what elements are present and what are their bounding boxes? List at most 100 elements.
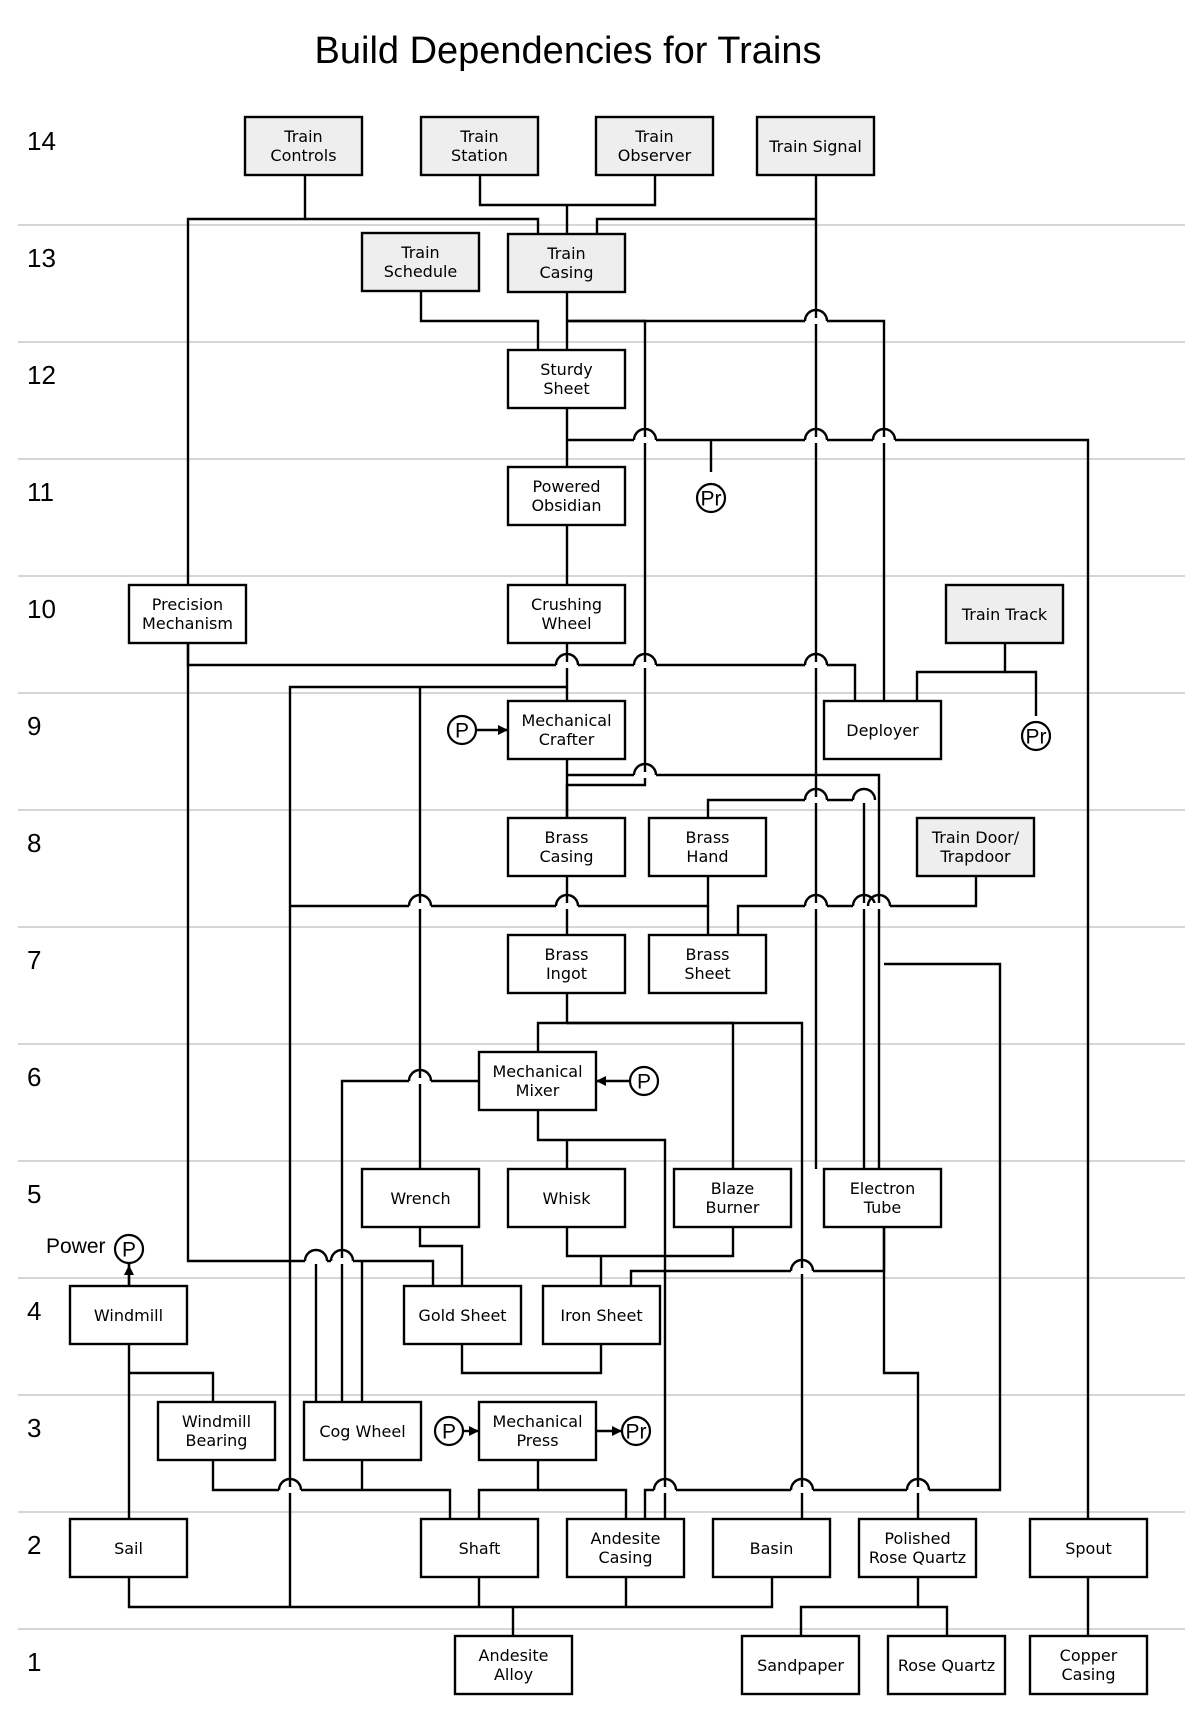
crossing-hop: [803, 427, 829, 441]
node-windmill: Windmill: [68, 1284, 189, 1346]
node-sandpaper: Sandpaper: [740, 1634, 861, 1696]
tier-label: 6: [27, 1062, 41, 1092]
node-label: Powered: [532, 477, 600, 496]
node-box: [243, 115, 364, 177]
tier-label: 11: [27, 477, 54, 507]
node-deployer: Deployer: [822, 699, 943, 761]
tier-label: 1: [27, 1647, 41, 1677]
node-basin: Basin: [711, 1517, 832, 1579]
node-box: [506, 1167, 627, 1229]
node-wrench: Wrench: [360, 1167, 481, 1229]
dependency-line: [129, 1371, 215, 1402]
node-label: Train: [459, 127, 498, 146]
node-box: [506, 933, 627, 995]
tier-label: 9: [27, 711, 41, 741]
node-label: Andesite: [479, 1646, 549, 1665]
node-box: [915, 816, 1036, 878]
crossing-hop: [329, 1248, 355, 1262]
node-label: Mechanical: [492, 1412, 582, 1431]
node-box: [156, 1400, 277, 1462]
node-label: Sandpaper: [757, 1656, 844, 1675]
node-label: Brass: [544, 945, 588, 964]
arrow-head: [124, 1265, 134, 1275]
dependency-line: [643, 962, 1002, 1519]
node-label: Windmill: [94, 1306, 163, 1325]
node-box: [822, 1167, 943, 1229]
node-label: Sheet: [543, 379, 589, 398]
node-label: Sturdy: [540, 360, 593, 379]
node-label: Casing: [539, 263, 593, 282]
dependency-line: [915, 643, 1007, 701]
power-symbol: P: [433, 1415, 465, 1447]
node-label: Gold Sheet: [418, 1306, 506, 1325]
tier-label: 5: [27, 1179, 41, 1209]
diagram-title: Build Dependencies for Trains: [315, 30, 822, 72]
dependency-line: [567, 773, 881, 1169]
node-box: [402, 1284, 523, 1346]
crossing-hop: [803, 308, 829, 322]
node-label: Deployer: [846, 721, 919, 740]
node-whisk: Whisk: [506, 1167, 627, 1229]
dependency-line: [186, 175, 307, 585]
node-label: Crafter: [539, 730, 595, 749]
dependency-line: [477, 1460, 540, 1519]
crossing-hop: [277, 1477, 303, 1491]
node-label: Polished: [884, 1529, 950, 1548]
arrow-head: [596, 1076, 606, 1086]
crossing-hop: [407, 893, 433, 907]
node-label: Wheel: [541, 614, 591, 633]
node-box: [647, 816, 768, 878]
node-train-track: Train Track: [944, 583, 1065, 645]
node-box: [506, 816, 627, 878]
node-label: Observer: [618, 146, 692, 165]
dependency-line: [288, 685, 567, 1607]
node-label: Obsidian: [531, 496, 601, 515]
node-label: Hand: [686, 847, 728, 866]
node-label: Rose Quartz: [898, 1656, 995, 1675]
crossing-hop: [632, 762, 658, 776]
node-label: Andesite: [591, 1529, 661, 1548]
node-box: [477, 1400, 598, 1462]
node-box: [68, 1517, 189, 1579]
dependency-line: [340, 1079, 479, 1402]
dependency-line: [565, 1227, 735, 1258]
node-label: Brass: [685, 945, 729, 964]
dependency-line: [290, 876, 710, 908]
crossing-hop: [905, 1477, 931, 1491]
node-label: Casing: [1061, 1665, 1115, 1684]
power-label: Power: [46, 1235, 106, 1258]
node-box: [1028, 1634, 1149, 1696]
tier-label: 12: [27, 360, 56, 390]
power-symbol: P: [113, 1233, 145, 1265]
node-label: Brass: [685, 828, 729, 847]
crossing-hop: [554, 652, 580, 666]
node-label: Station: [451, 146, 508, 165]
node-label: Train: [283, 127, 322, 146]
crossing-hop: [803, 893, 829, 907]
node-box: [647, 933, 768, 995]
node-label: Mechanical: [492, 1062, 582, 1081]
dependency-lines: [127, 175, 1090, 1636]
node-label: Cog Wheel: [319, 1422, 405, 1441]
node-iron-sheet: Iron Sheet: [541, 1284, 662, 1346]
node-label: Bearing: [186, 1431, 248, 1450]
node-gold-sheet: Gold Sheet: [402, 1284, 523, 1346]
dependency-line: [478, 175, 657, 207]
node-label: Copper: [1060, 1646, 1118, 1665]
node-box: [857, 1517, 978, 1579]
node-box: [68, 1284, 189, 1346]
arrow-head: [612, 1426, 622, 1436]
symbol-text: P: [442, 1421, 456, 1444]
